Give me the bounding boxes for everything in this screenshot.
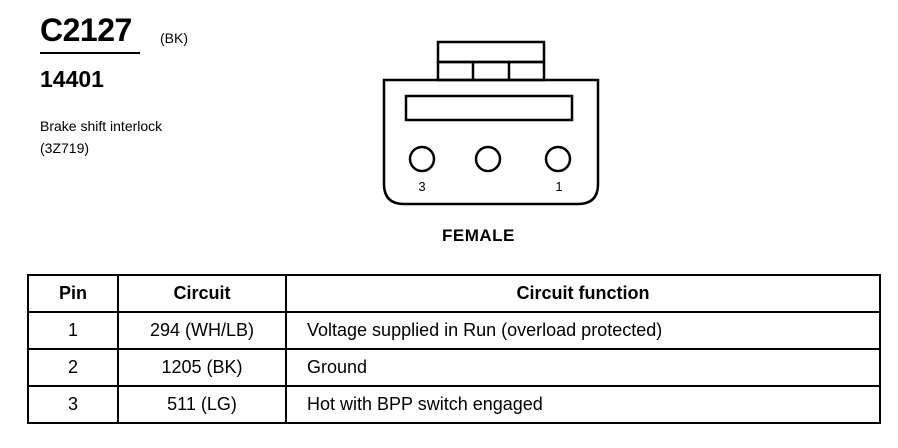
description-line-1: Brake shift interlock [40,118,163,134]
function-cell: Hot with BPP switch engaged [285,385,881,424]
column-header-circuit: Circuit [117,274,287,313]
pin-cell: 3 [27,385,119,424]
connector-latch [436,40,546,82]
pin-cavity-2 [474,145,502,173]
pinout-table: Pin Circuit Circuit function 1 294 (WH/L… [27,274,881,424]
pin-number-label-1: 1 [555,179,562,194]
title-underline [40,52,140,54]
pin-number-label-3: 3 [418,179,425,194]
table-header-row: Pin Circuit Circuit function [27,274,881,313]
table-row: 2 1205 (BK) Ground [27,348,881,387]
column-header-function: Circuit function [285,274,881,313]
pin-cavity-1 [544,145,572,173]
circuit-cell: 1205 (BK) [117,348,287,387]
color-code: (BK) [160,30,188,46]
part-number: 14401 [40,66,104,92]
function-cell: Voltage supplied in Run (overload protec… [285,311,881,350]
table-row: 3 511 (LG) Hot with BPP switch engaged [27,385,881,424]
function-cell: Ground [285,348,881,387]
connector-housing [382,78,600,206]
connector-face-diagram: 3 1 [382,40,600,206]
connector-gender-label: FEMALE [442,226,515,245]
column-header-pin: Pin [27,274,119,313]
pin-cell: 1 [27,311,119,350]
table-row: 1 294 (WH/LB) Voltage supplied in Run (o… [27,311,881,350]
circuit-cell: 511 (LG) [117,385,287,424]
connector-id: C2127 [40,12,132,48]
description-line-2: (3Z719) [40,140,90,156]
pin-cell: 2 [27,348,119,387]
pin-cavity-3 [408,145,436,173]
connector-key-slot [404,94,574,122]
circuit-cell: 294 (WH/LB) [117,311,287,350]
